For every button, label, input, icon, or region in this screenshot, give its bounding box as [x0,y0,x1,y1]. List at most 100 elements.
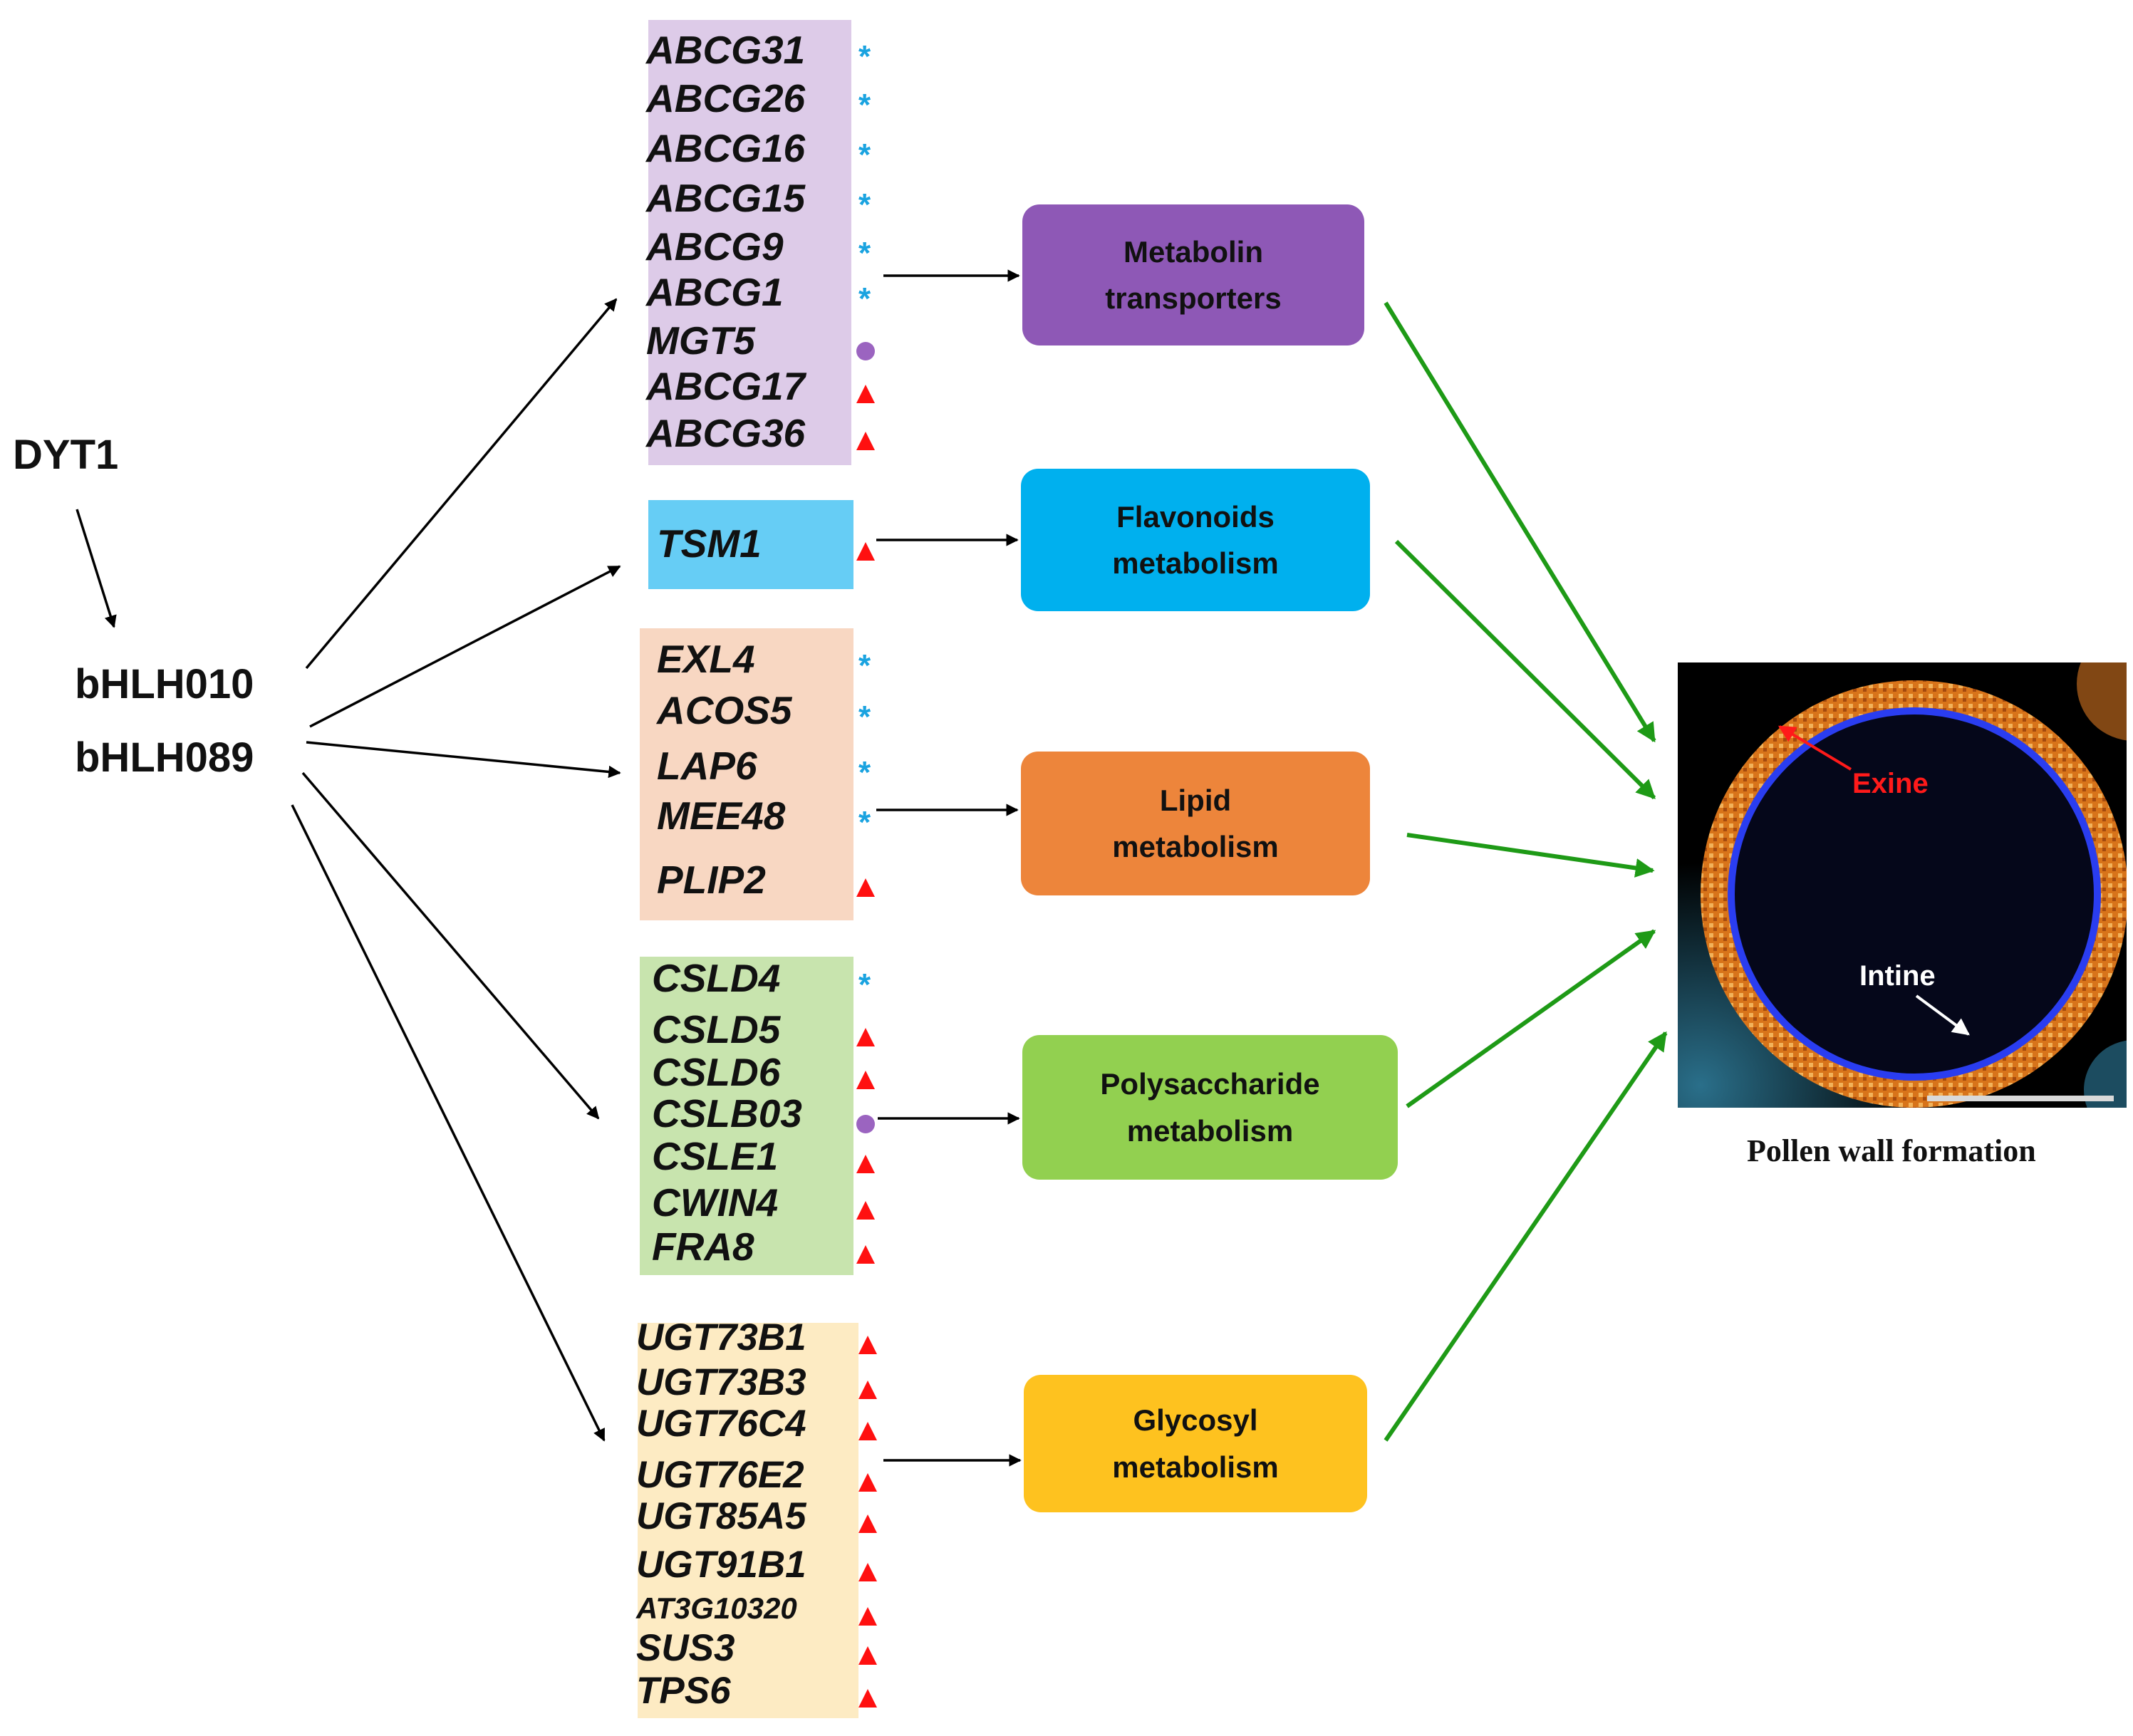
triangle-marker-icon [856,432,875,450]
triangle-marker-icon [856,1201,875,1220]
glycosyl-to-pollen-arrow [1384,1031,1668,1442]
regulator-to-polysaccharide-arrow [301,771,600,1120]
process-title-line1: Lipid [1159,783,1232,817]
dot-marker-icon [856,1115,875,1133]
gene-label: ABCG1 [646,269,784,314]
process-box-flavonoids: Flavonoids metabolism [1021,469,1370,611]
gene-label: CSLD4 [652,955,781,1000]
triangle-marker-icon [856,878,875,897]
exine-pointer-arrow [1778,725,1852,771]
triangle-marker-icon [858,1607,877,1626]
asterisk-marker-icon: * [858,88,871,123]
gene-label: UGT76E2 [636,1453,804,1496]
bhlh089-label: bHLH089 [75,734,254,781]
gene-label: MGT5 [646,318,755,363]
process-box-transporters: Metabolin transporters [1022,204,1364,345]
gene-label: TSM1 [657,521,762,566]
asterisk-marker-icon: * [858,700,871,734]
transporters-to-pollen-arrow [1384,301,1656,743]
flavonoids-to-pollen-arrow [1394,539,1656,800]
micrograph-pointers [1778,725,1970,1036]
asterisk-marker-icon: * [858,39,871,74]
triangle-marker-icon [858,1514,877,1533]
triangle-marker-icon [858,1336,877,1354]
gene-label: UGT85A5 [636,1495,806,1537]
gene-label: LAP6 [657,743,757,788]
triangle-marker-icon [856,1028,875,1046]
triangle-marker-icon [858,1473,877,1492]
triangle-marker-icon [858,1646,877,1665]
asterisk-marker-icon: * [858,281,871,316]
regulator-to-transporters-arrow [305,298,618,670]
regulator-to-glycosyl-arrow [291,804,606,1442]
gene-label: AT3G10320 [636,1591,797,1625]
exine-label: Exine [1852,768,1929,799]
gene-group-glycosyl [638,1323,858,1718]
gene-label: CSLB03 [652,1091,802,1135]
intine-label: Intine [1859,960,1936,992]
gene-label: CWIN4 [652,1180,779,1225]
gene-label: UGT73B3 [636,1361,806,1403]
triangle-marker-icon [858,1422,877,1440]
asterisk-marker-icon: * [858,648,871,683]
pollen-micrograph: Exine Intine [1678,662,2127,1108]
process-title-line2: metabolism [1112,546,1279,580]
gene-group-lipid [640,628,853,920]
dyt1-to-bhlh-arrow [76,509,117,628]
lipid-to-pollen-arrow [1406,833,1655,878]
pollen-grain-image [1678,662,2127,1108]
gene-label: FRA8 [652,1224,754,1269]
gene-label: ACOS5 [657,687,792,732]
gene-label: EXL4 [657,636,755,681]
gene-label: TPS6 [636,1669,731,1712]
process-title-line2: transporters [1105,281,1282,315]
gene-group-transporters [648,20,851,465]
asterisk-marker-icon: * [858,967,871,1002]
process-box-lipid: Lipid metabolism [1021,752,1370,895]
process-title-line2: metabolism [1112,1450,1279,1484]
gene-label: ABCG17 [646,363,806,408]
regulator-to-lipid-arrow [306,741,621,779]
process-title-line1: Glycosyl [1133,1403,1258,1438]
gene-label: ABCG31 [646,27,806,72]
dyt1-label: DYT1 [13,432,119,478]
asterisk-marker-icon: * [858,236,871,271]
gene-label: ABCG26 [646,76,806,120]
process-title-line1: Metabolin [1123,234,1263,269]
micrograph-caption: Pollen wall formation [1747,1133,2036,1168]
process-title-line2: metabolism [1112,830,1279,863]
process-title-line1: Polysaccharide [1100,1067,1320,1101]
gene-group-flavonoids [648,500,853,589]
gene-label: UGT91B1 [636,1543,806,1586]
triangle-marker-icon [856,542,875,561]
process-box-glycosyl: Glycosyl metabolism [1024,1375,1367,1512]
asterisk-marker-icon: * [858,187,871,222]
gene-label: ABCG9 [646,224,784,269]
process-title-line2: metabolism [1126,1113,1294,1148]
process-title-line1: Flavonoids [1116,499,1275,534]
gene-label: CSLD5 [652,1007,781,1051]
gene-label: MEE48 [657,793,786,838]
triangle-marker-icon [856,385,875,403]
triangle-marker-icon [856,1071,875,1089]
intine-pointer-arrow [1915,994,1970,1036]
triangle-marker-icon [858,1563,877,1581]
gene-label: ABCG16 [646,125,806,170]
gene-label: PLIP2 [657,857,766,902]
triangle-marker-icon [856,1155,875,1173]
polysaccharide-to-pollen-arrow [1406,929,1656,1108]
gene-label: ABCG15 [646,175,806,220]
triangle-marker-icon [856,1245,875,1264]
asterisk-marker-icon: * [858,137,871,172]
asterisk-marker-icon: * [858,755,871,790]
triangle-marker-icon [858,1381,877,1399]
gene-label: CSLE1 [652,1133,779,1178]
triangle-marker-icon [858,1689,877,1708]
process-box-polysaccharide: Polysaccharide metabolism [1022,1035,1398,1180]
gene-label: CSLD6 [652,1049,781,1094]
gene-label: ABCG36 [646,410,806,455]
bhlh010-label: bHLH010 [75,661,254,707]
gene-label: UGT76C4 [636,1402,806,1445]
